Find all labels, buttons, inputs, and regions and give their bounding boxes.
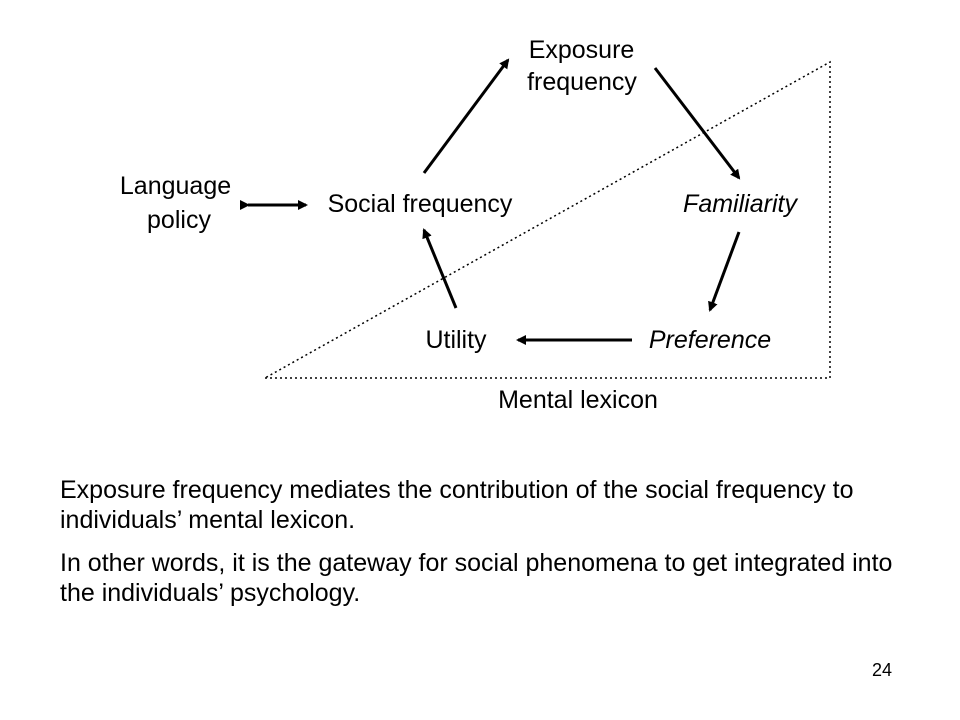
utility-label: Utility [425,326,487,354]
paragraph-gateway: In other words, it is the gateway for so… [60,549,893,607]
social-frequency-label: Social frequency [328,190,513,218]
feedback-loop-diagram: Exposure frequency Language policy Socia… [120,36,831,414]
arrow-social-to-exposure [422,58,510,174]
language-policy-label: Language policy [120,172,238,234]
arrow-utility-to-social [422,228,458,309]
mental-lexicon-label: Mental lexicon [498,386,658,414]
preference-label: Preference [649,326,771,354]
arrow-exposure-to-familiarity [653,67,741,180]
paragraph-exposure-frequency: Exposure frequency mediates the contribu… [60,476,854,534]
familiarity-label: Familiarity [683,190,798,218]
page-number: 24 [872,660,893,680]
exposure-frequency-label: Exposure frequency [527,36,641,96]
arrow-familiarity-to-preference [708,231,741,312]
